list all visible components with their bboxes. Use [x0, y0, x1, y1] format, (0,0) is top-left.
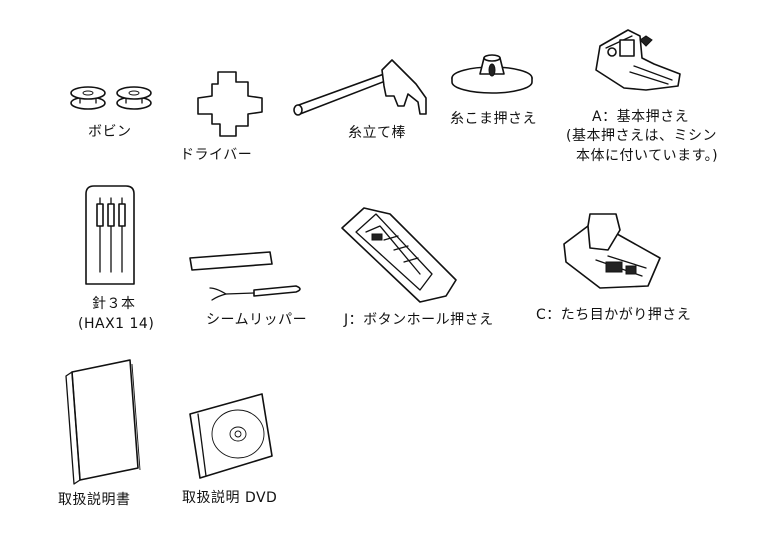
- foot-a-note-line1: (基本押さえは、ミシン: [566, 128, 717, 144]
- foot-j-label: J：ボタンホール押さえ: [344, 312, 494, 328]
- dvd-label: 取扱説明 DVD: [182, 490, 278, 506]
- needles-note: (HAX1 14): [78, 316, 155, 332]
- screwdriver-label: ドライバー: [180, 147, 253, 163]
- manual-label: 取扱説明書: [58, 492, 131, 508]
- foot-a-note-line2: 本体に付いています。): [576, 148, 719, 164]
- foot-a-label: A：基本押さえ: [592, 109, 690, 125]
- bobbin-label: ボビン: [88, 124, 132, 140]
- spool-cap-label: 糸こま押さえ: [450, 111, 537, 127]
- foot-c-label: C：たち目かがり押さえ: [536, 307, 692, 323]
- spool-pin-label: 糸立て棒: [348, 125, 406, 141]
- seam-ripper-label: シームリッパー: [206, 312, 308, 328]
- needles-label: 針３本: [92, 296, 136, 312]
